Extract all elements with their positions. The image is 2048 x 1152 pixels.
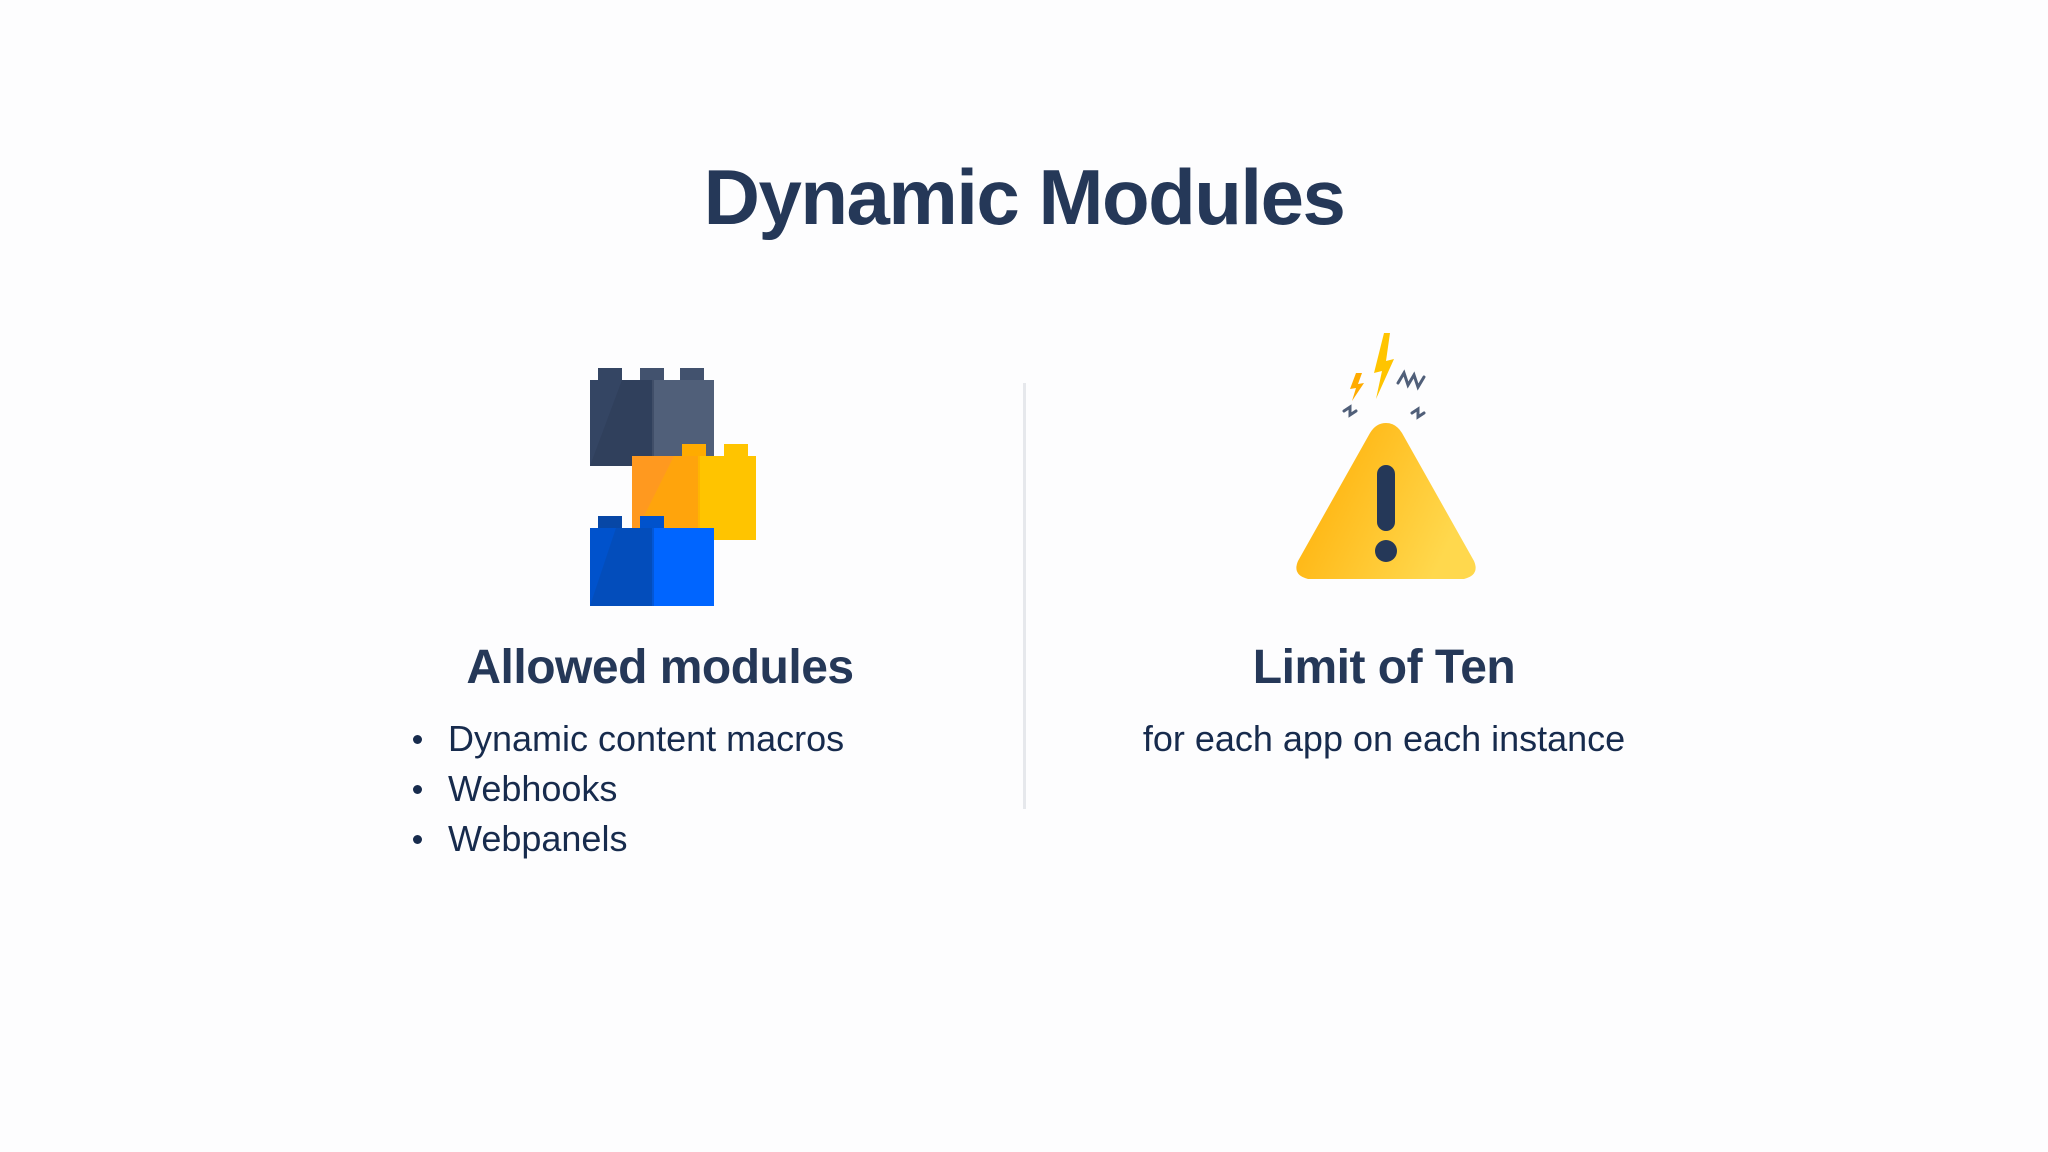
stacked-blocks-icon [590, 368, 756, 606]
limit-heading: Limit of Ten [1252, 641, 1516, 694]
allowed-modules-heading: Allowed modules [466, 641, 854, 694]
list-item-label: Webpanels [448, 818, 628, 859]
bullet-icon [413, 735, 422, 744]
list-item: Dynamic content macros [412, 714, 844, 764]
column-divider [1023, 383, 1026, 809]
list-item-label: Dynamic content macros [448, 718, 845, 759]
bullet-icon [413, 785, 422, 794]
lightning-bolt-icon [1374, 333, 1394, 399]
page-title: Dynamic Modules [703, 153, 1346, 241]
bullet-icon [413, 835, 422, 844]
allowed-modules-list: Dynamic content macros Webhooks Webpanel… [412, 714, 844, 864]
warning-triangle-icon [1296, 333, 1476, 579]
blue-block [590, 516, 714, 606]
limit-subtitle: for each app on each instance [1142, 718, 1626, 759]
list-item: Webpanels [412, 814, 844, 864]
list-item: Webhooks [412, 764, 844, 814]
list-item-label: Webhooks [448, 768, 618, 809]
small-spark-icon [1350, 373, 1364, 401]
